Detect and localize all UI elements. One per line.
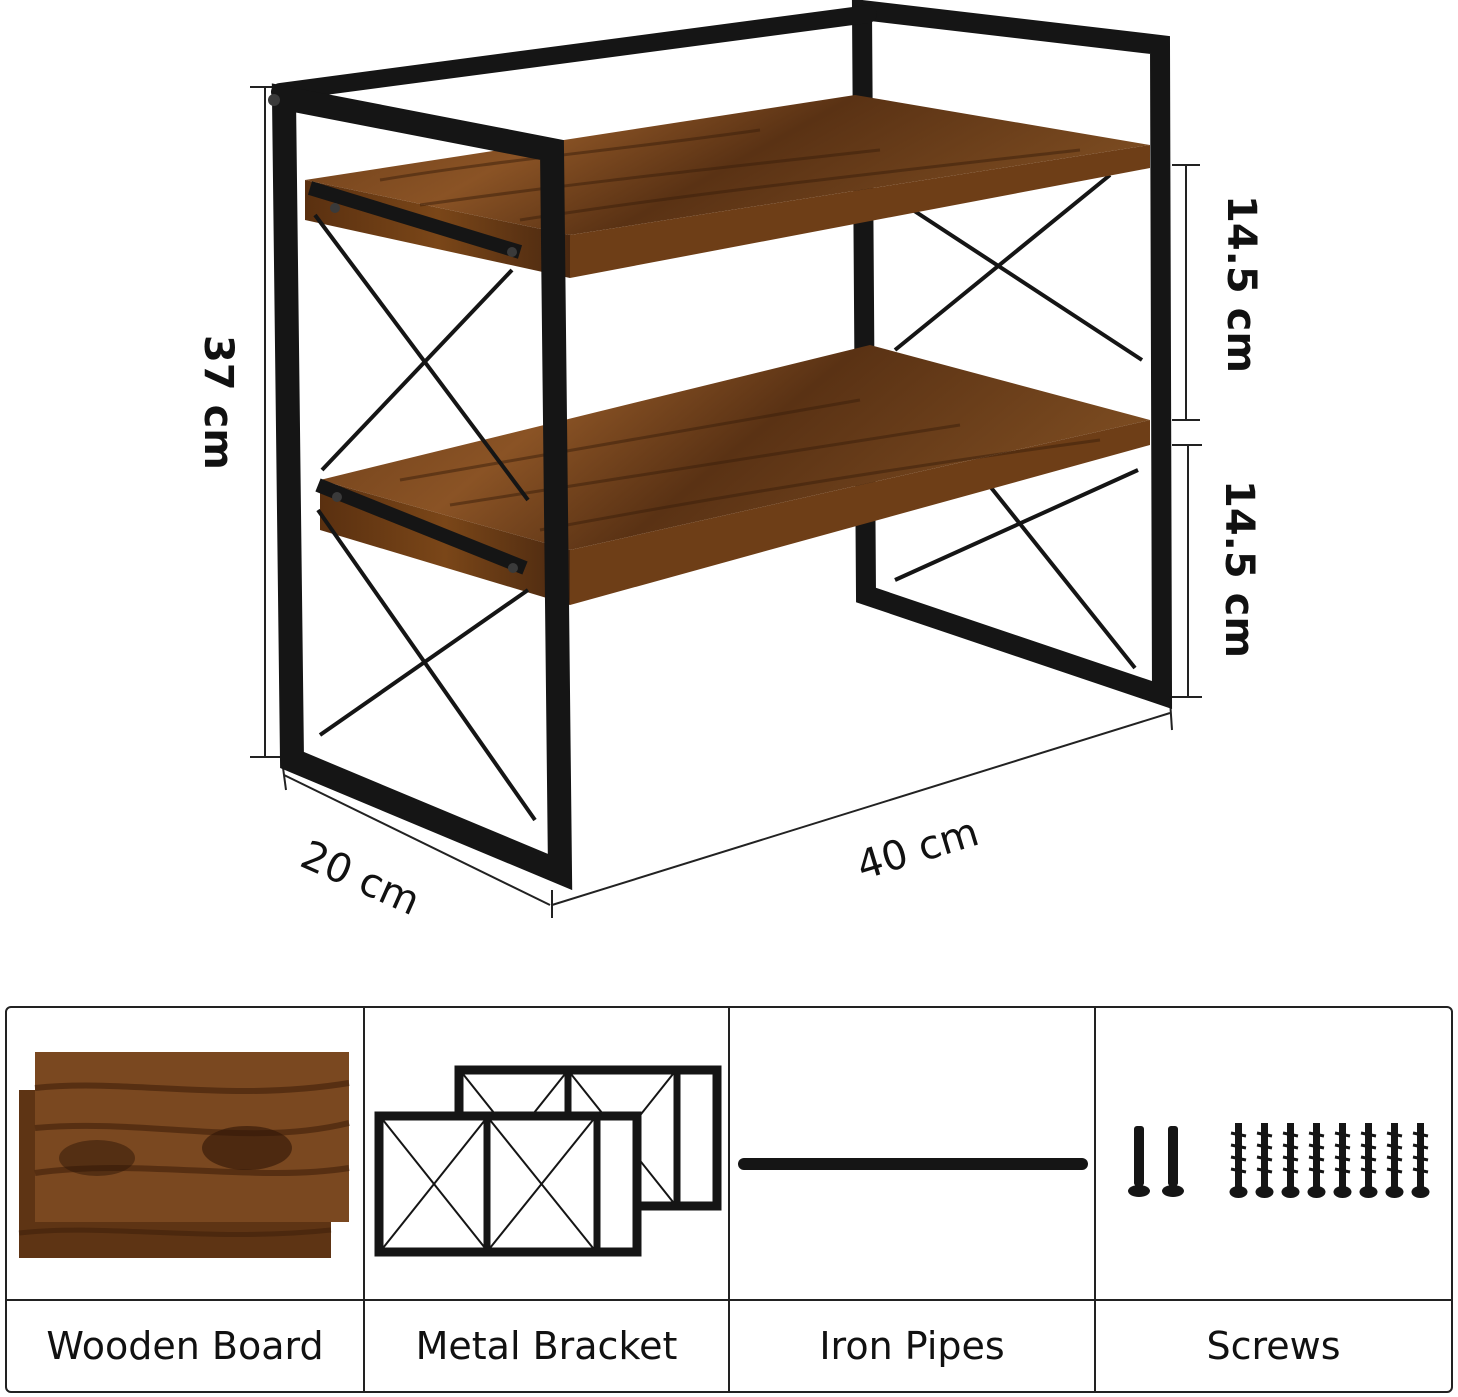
- parts-list-table: Wooden Board Metal Bracket Iron Pipes Sc…: [5, 1006, 1453, 1393]
- bolt-screws: [1128, 1126, 1184, 1197]
- front-side-frame: [271, 83, 573, 891]
- wooden-board-icon: [18, 1052, 350, 1258]
- frame-bolts: [268, 94, 518, 573]
- width-label: 40 cm: [851, 809, 984, 889]
- wooden-board-cell: [7, 1008, 365, 1301]
- iron-pipe-icon: [738, 1158, 1088, 1170]
- iron-pipes-label: Iron Pipes: [730, 1301, 1096, 1391]
- screws-cell: [1096, 1008, 1451, 1301]
- lower-tier-label: 14.5 cm: [1216, 480, 1262, 658]
- top-back-pipe: [271, 5, 877, 101]
- metal-bracket-icon: [374, 1065, 722, 1257]
- upper-tier-label: 14.5 cm: [1218, 195, 1264, 373]
- screws-icon: [1128, 1121, 1431, 1200]
- height-label: 37 cm: [195, 335, 241, 470]
- wooden-board-label: Wooden Board: [7, 1301, 365, 1391]
- product-dimension-diagram: 37 cm 14.5 cm 14.5 cm 20 cm 40 cm: [195, 0, 1264, 925]
- tier-dimension-line: [1172, 164, 1202, 698]
- iron-pipes-cell: [730, 1008, 1096, 1301]
- depth-label: 20 cm: [294, 832, 427, 925]
- metal-bracket-label: Metal Bracket: [365, 1301, 730, 1391]
- metal-bracket-cell: [365, 1008, 730, 1301]
- lower-shelf: [320, 345, 1150, 605]
- screws-label: Screws: [1206, 1324, 1341, 1368]
- wood-screws: [1229, 1121, 1431, 1200]
- shelf-illustration: 37 cm 14.5 cm 14.5 cm 20 cm 40 cm: [195, 0, 1264, 925]
